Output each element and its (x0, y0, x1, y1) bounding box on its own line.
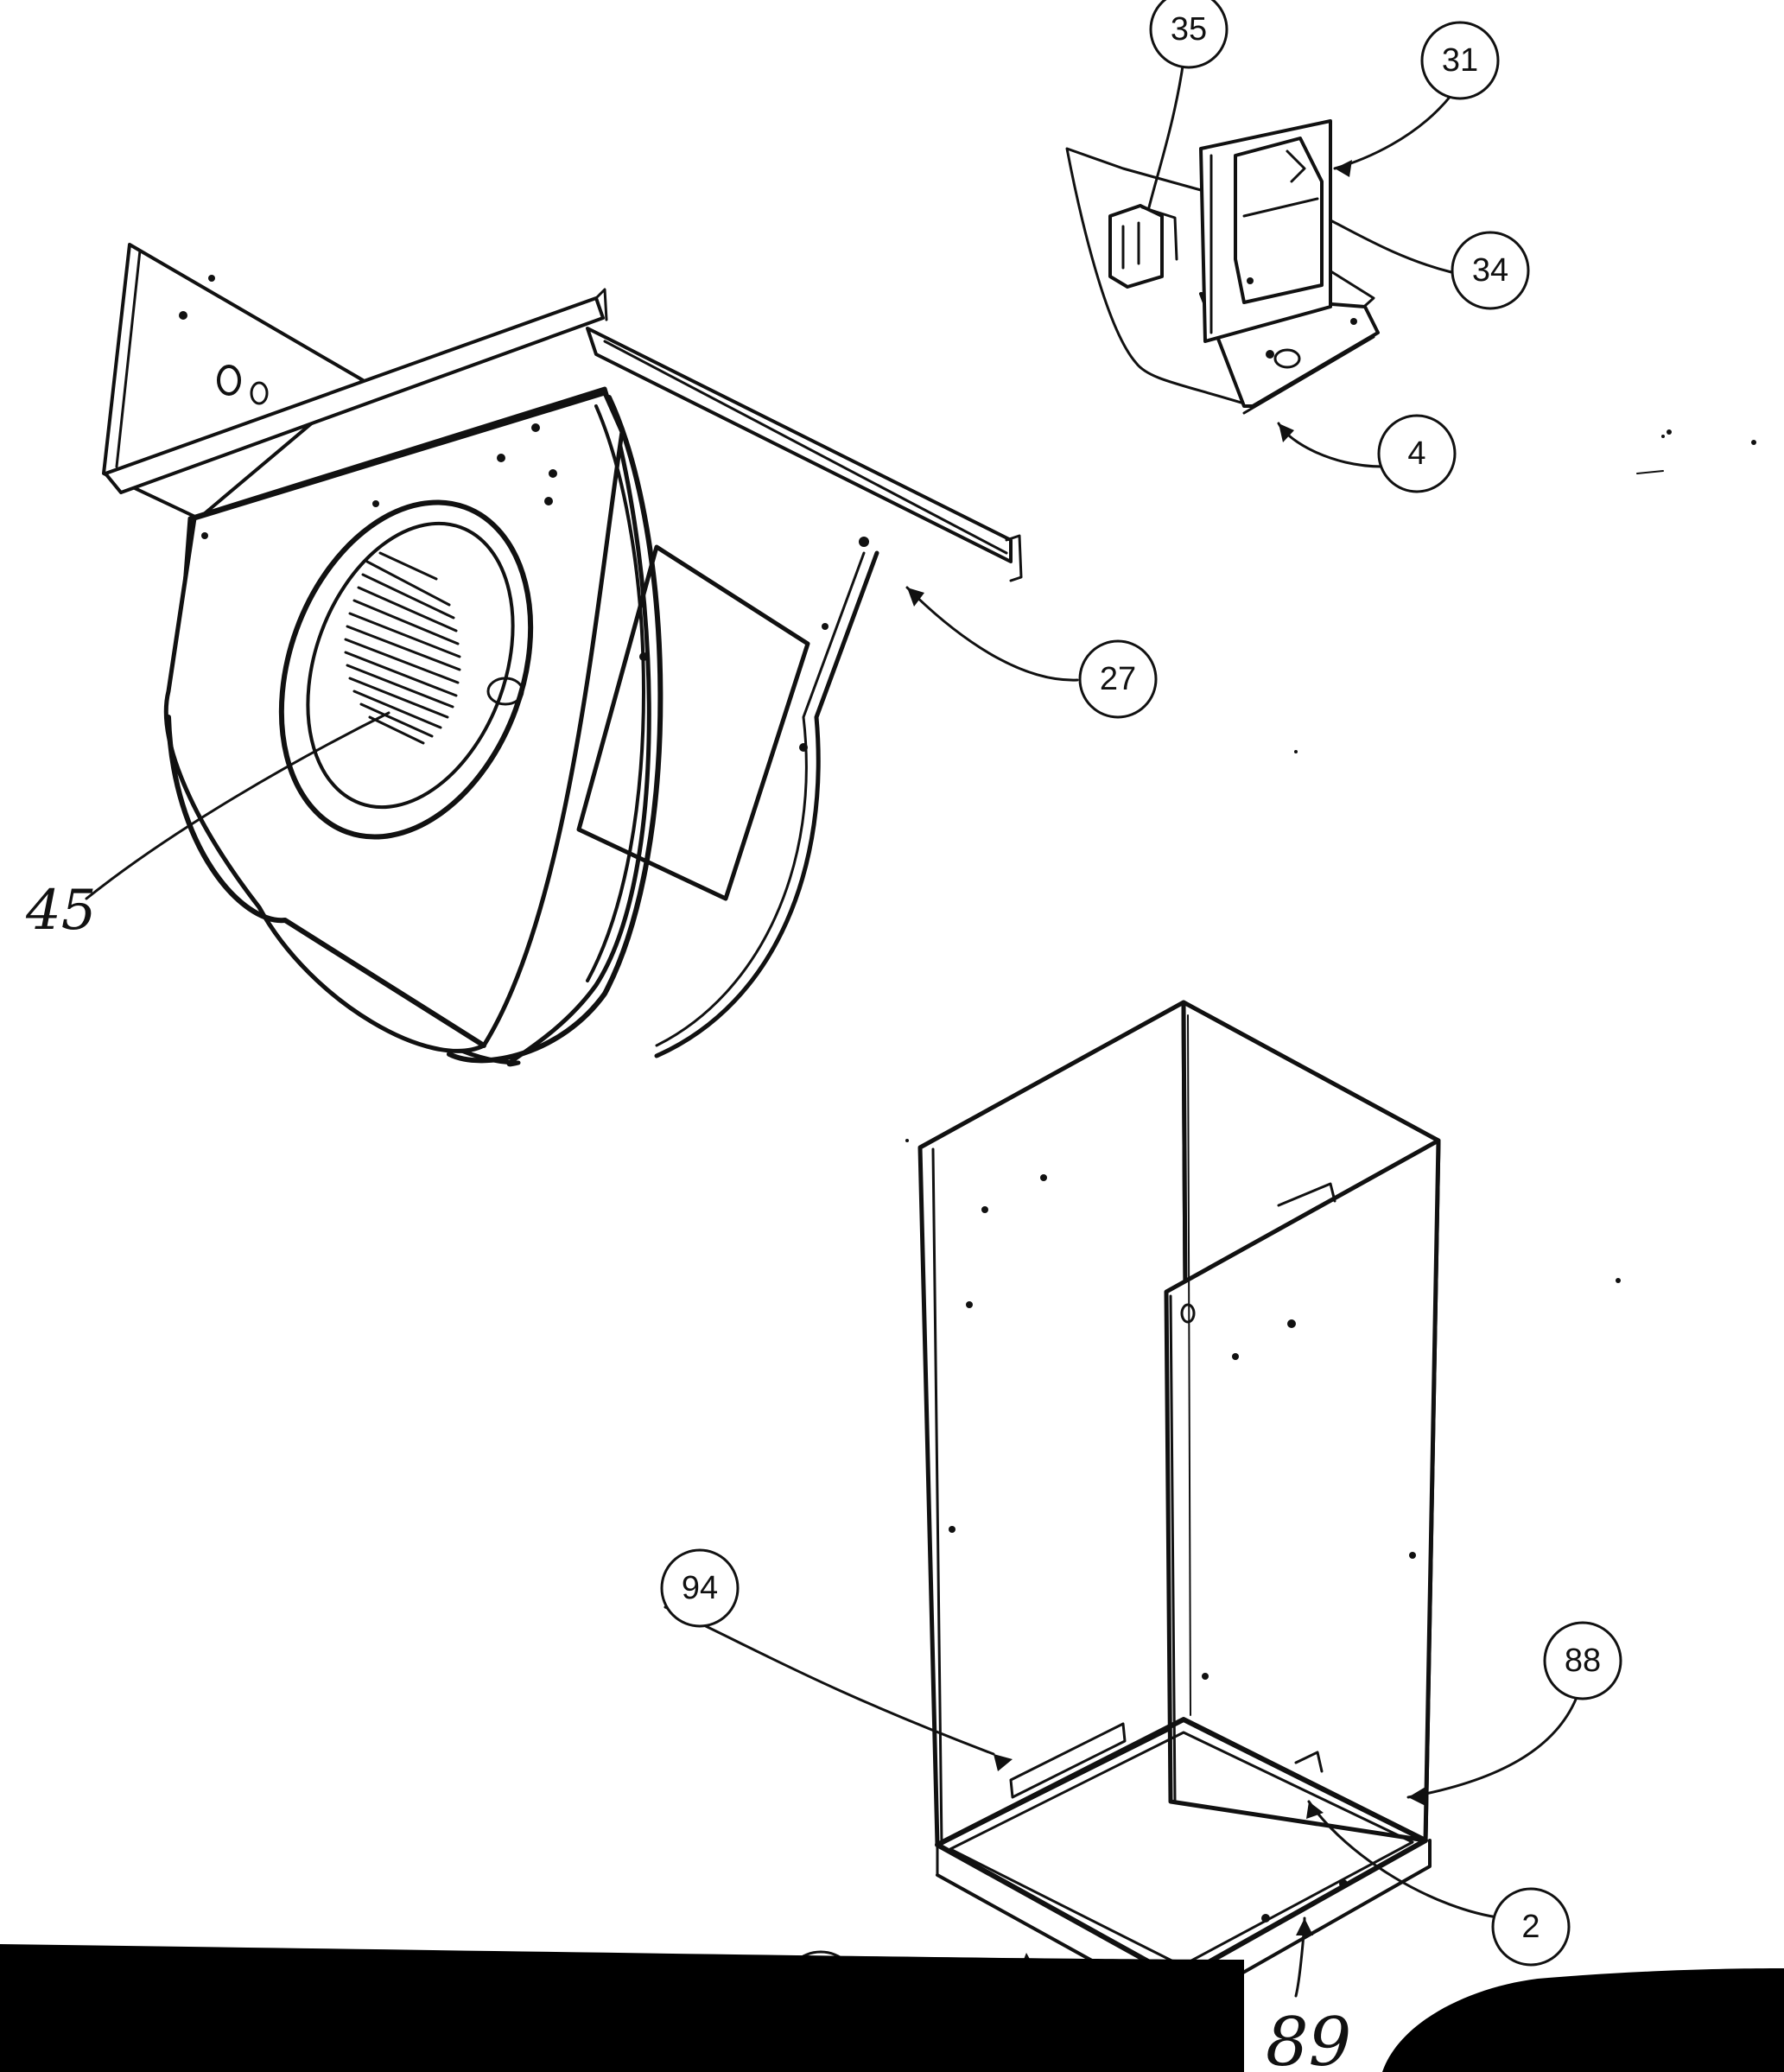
handwritten-label-89: 89 (1266, 2004, 1351, 2072)
callout-label-2: 2 (1521, 1909, 1540, 1945)
callout-label-34: 34 (1472, 252, 1508, 289)
control-box-assembly (1065, 119, 1380, 415)
callout-label-94: 94 (682, 1570, 718, 1606)
callout-label-4: 4 (1407, 435, 1425, 472)
scan-footer-band-right (1382, 1968, 1784, 2072)
callout-4: 4 (1377, 414, 1457, 493)
scan-specks (905, 429, 1756, 1283)
callout-35: 35 (1149, 0, 1228, 69)
callout-34: 34 (1451, 231, 1530, 310)
callout-31: 31 (1420, 21, 1500, 100)
scan-footer-band (0, 1944, 1244, 2072)
handwritten-label-45: 45 (25, 879, 96, 943)
callout-label-31: 31 (1442, 42, 1478, 79)
blower-wheel-blades (344, 551, 461, 745)
callout-label-27: 27 (1100, 661, 1136, 697)
callout-27: 27 (1078, 639, 1158, 719)
callout-2: 2 (1491, 1887, 1571, 1967)
cabinet-assembly (917, 1000, 1441, 2011)
callout-88: 88 (1543, 1621, 1622, 1700)
callout-94: 94 (660, 1548, 740, 1628)
callout-label-88: 88 (1565, 1643, 1601, 1679)
callout-label-35: 35 (1171, 11, 1207, 48)
scan-mark (1636, 470, 1664, 474)
blower-assembly (102, 243, 1023, 1067)
